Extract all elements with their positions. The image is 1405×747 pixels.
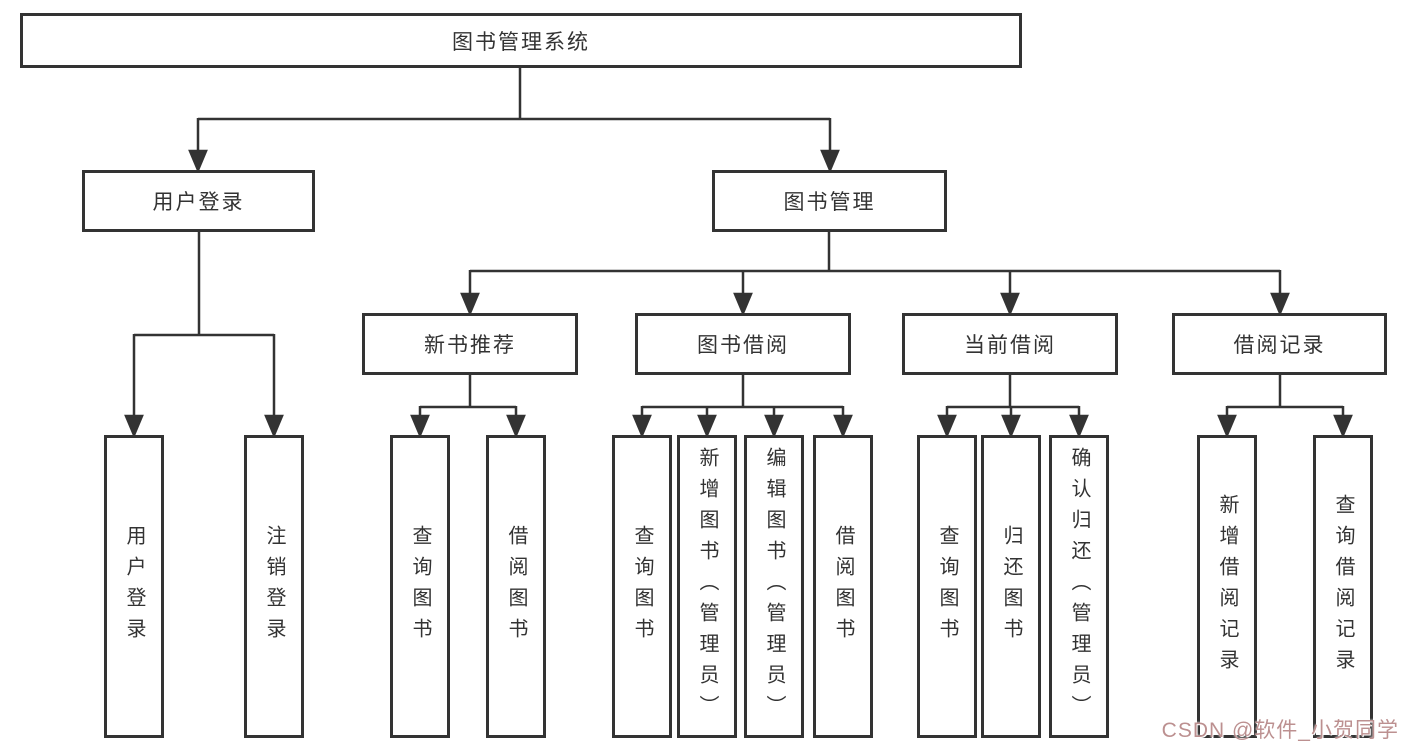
node-root: 图书管理系统 — [20, 13, 1022, 68]
connector-bookborrow-to-leaves — [632, 375, 853, 439]
arrow-down-icon — [833, 414, 853, 439]
leaf-bookborrow-borrow-books: 借阅图书 — [813, 435, 873, 738]
arrow-down-icon — [697, 414, 717, 439]
node-user-login: 用户登录 — [82, 170, 315, 232]
connector-bookmgmt-to-level3 — [460, 232, 1290, 317]
leaf-user-login-label: 用户登录 — [123, 524, 145, 649]
arrow-down-icon — [820, 149, 840, 174]
leaf-newbook-borrow-books-label: 借阅图书 — [505, 524, 527, 649]
node-book-borrow: 图书借阅 — [635, 313, 851, 375]
connector-userlogin-to-leaves — [124, 232, 284, 439]
arrow-down-icon — [264, 414, 284, 439]
leaf-records-query-borrow-record-label: 查询借阅记录 — [1332, 493, 1354, 680]
connector-root-to-level2 — [188, 68, 840, 174]
connector-borrowrecords-to-leaves — [1217, 375, 1353, 439]
leaf-currentborrow-query-books: 查询图书 — [917, 435, 977, 738]
arrow-down-icon — [733, 292, 753, 317]
leaf-currentborrow-query-books-label: 查询图书 — [936, 524, 958, 649]
node-borrow-records: 借阅记录 — [1172, 313, 1387, 375]
node-book-management: 图书管理 — [712, 170, 947, 232]
leaf-currentborrow-confirm-return-admin-label: 确认归还（管理员） — [1068, 447, 1090, 726]
node-current-borrow: 当前借阅 — [902, 313, 1118, 375]
node-borrow-records-label: 借阅记录 — [1233, 334, 1326, 357]
leaf-records-query-borrow-record: 查询借阅记录 — [1313, 435, 1373, 738]
arrow-down-icon — [1270, 292, 1290, 317]
arrow-down-icon — [764, 414, 784, 439]
arrow-down-icon — [1001, 414, 1021, 439]
arrow-down-icon — [188, 149, 208, 174]
leaf-logout-label: 注销登录 — [263, 524, 285, 649]
arrow-down-icon — [1217, 414, 1237, 439]
leaf-bookborrow-query-books-label: 查询图书 — [631, 524, 653, 649]
leaf-records-add-borrow-record: 新增借阅记录 — [1197, 435, 1257, 738]
node-book-management-label: 图书管理 — [783, 191, 876, 214]
leaf-bookborrow-add-books-admin: 新增图书（管理员） — [677, 435, 737, 738]
leaf-currentborrow-return-books-label: 归还图书 — [1000, 524, 1022, 649]
leaf-user-login: 用户登录 — [104, 435, 164, 738]
leaf-bookborrow-edit-books-admin-label: 编辑图书（管理员） — [763, 447, 785, 726]
arrow-down-icon — [506, 414, 526, 439]
leaf-records-add-borrow-record-label: 新增借阅记录 — [1216, 493, 1238, 680]
connector-newbook-to-leaves — [410, 375, 526, 439]
leaf-logout: 注销登录 — [244, 435, 304, 738]
node-book-borrow-label: 图书借阅 — [697, 334, 789, 357]
arrow-down-icon — [124, 414, 144, 439]
node-new-book-recommend: 新书推荐 — [362, 313, 578, 375]
arrow-down-icon — [1000, 292, 1020, 317]
leaf-currentborrow-confirm-return-admin: 确认归还（管理员） — [1049, 435, 1109, 738]
arrow-down-icon — [1333, 414, 1353, 439]
leaf-currentborrow-return-books: 归还图书 — [981, 435, 1041, 738]
node-root-label: 图书管理系统 — [452, 30, 590, 54]
connector-currentborrow-to-leaves — [937, 375, 1089, 439]
leaf-newbook-query-books-label: 查询图书 — [409, 524, 431, 649]
arrow-down-icon — [937, 414, 957, 439]
node-new-book-recommend-label: 新书推荐 — [424, 334, 516, 357]
leaf-bookborrow-query-books: 查询图书 — [612, 435, 672, 738]
arrow-down-icon — [1069, 414, 1089, 439]
leaf-bookborrow-edit-books-admin: 编辑图书（管理员） — [744, 435, 804, 738]
arrow-down-icon — [632, 414, 652, 439]
leaf-bookborrow-borrow-books-label: 借阅图书 — [832, 524, 854, 649]
arrow-down-icon — [410, 414, 430, 439]
arrow-down-icon — [460, 292, 480, 317]
leaf-newbook-query-books: 查询图书 — [390, 435, 450, 738]
node-current-borrow-label: 当前借阅 — [964, 334, 1056, 357]
csdn-watermark: CSDN @软件_小贺同学 — [1161, 719, 1399, 742]
leaf-newbook-borrow-books: 借阅图书 — [486, 435, 546, 738]
node-user-login-label: 用户登录 — [152, 191, 245, 214]
leaf-bookborrow-add-books-admin-label: 新增图书（管理员） — [696, 447, 718, 726]
